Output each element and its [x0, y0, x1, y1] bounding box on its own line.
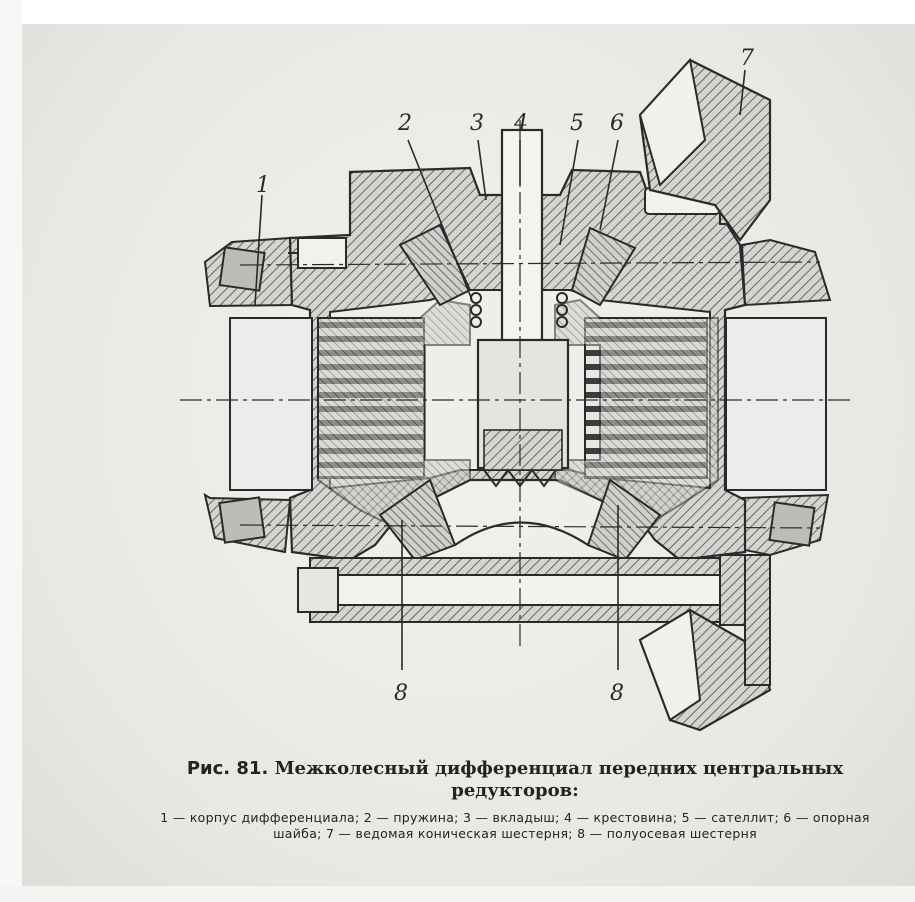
left-top-nut: [288, 237, 347, 269]
scan-margin-left: [0, 0, 22, 902]
scan-margin-bottom: [0, 886, 915, 902]
callout-1: 1: [256, 173, 270, 198]
callout-5: 5: [570, 111, 584, 136]
caption-title-text: Межколесный дифференциал передних центра…: [274, 758, 844, 801]
spider-cross: [476, 128, 570, 488]
callout-7: 7: [740, 46, 754, 71]
satellite-gears: [378, 223, 662, 562]
driven-bevel-gear: [638, 57, 772, 732]
callout-3: 3: [470, 111, 484, 136]
center-lines: [180, 120, 850, 650]
callout-6: 6: [610, 111, 624, 136]
callout-8-right: 8: [610, 681, 624, 706]
callout-8-left: 8: [394, 681, 408, 706]
callout-2: 2: [397, 111, 412, 136]
caption-figure-number: Рис. 81.: [186, 758, 269, 779]
figure-caption: Рис. 81. Межколесный дифференциал передн…: [150, 758, 880, 842]
leader-lines: [254, 69, 746, 670]
differential-cross-section: 1 2 3 4 5 6 7 8 8: [180, 46, 850, 732]
caption-title: Рис. 81. Межколесный дифференциал передн…: [150, 758, 880, 802]
caption-legend: 1 — корпус дифференциала; 2 — пружина; 3…: [160, 810, 870, 841]
springs: [470, 292, 568, 328]
callout-4: 4: [513, 111, 528, 136]
right-bearing: [740, 238, 832, 557]
left-bearing: [203, 236, 294, 554]
right-half-axle-gear: [554, 298, 827, 527]
left-half-axle-gear: [229, 298, 471, 527]
scan-margin-top: [0, 0, 915, 24]
